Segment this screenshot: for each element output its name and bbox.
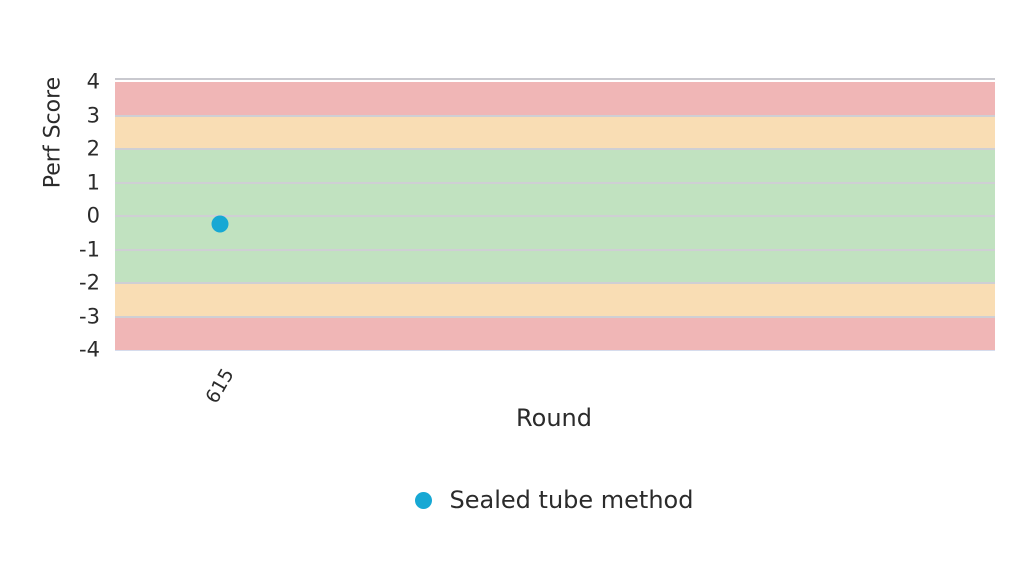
gridline [115,248,995,251]
chart-legend: Sealed tube method [0,486,1024,514]
x-axis-tick-label: 615 [201,364,239,408]
gridline [115,181,995,184]
y-axis-tick-labels: 4 3 2 1 0 -1 -2 -3 -4 [46,0,100,576]
zone-band-lower-critical [115,316,995,350]
legend-label: Sealed tube method [449,486,694,514]
y-axis-tick-label: -4 [79,337,100,362]
gridline [115,114,995,117]
x-axis-title-text: Round [516,404,592,432]
y-axis-tick-label: 0 [86,203,100,228]
gridline [115,315,995,318]
plot-area [115,82,995,350]
gridline [115,282,995,284]
legend-item[interactable]: Sealed tube method [414,486,694,514]
y-axis-tick-label: 2 [86,136,100,161]
x-axis-title: Round [0,404,1024,432]
plot-bottom-border [115,349,995,351]
plot-top-border [115,78,995,80]
y-axis-tick-label: 4 [86,69,100,94]
legend-marker-icon [414,491,432,509]
zone-band-lower-warning [115,283,995,317]
y-axis-tick-label: -1 [79,237,100,261]
zone-band-upper-critical [115,82,995,116]
gridline [115,215,995,217]
y-axis-tick-label: 1 [86,170,100,194]
gridline [115,148,995,150]
data-point-marker[interactable] [211,215,229,233]
y-axis-tick-label: -3 [79,304,100,328]
zone-band-upper-warning [115,115,995,149]
y-axis-tick-label: -2 [79,270,100,295]
y-axis-tick-label: 3 [86,103,100,127]
